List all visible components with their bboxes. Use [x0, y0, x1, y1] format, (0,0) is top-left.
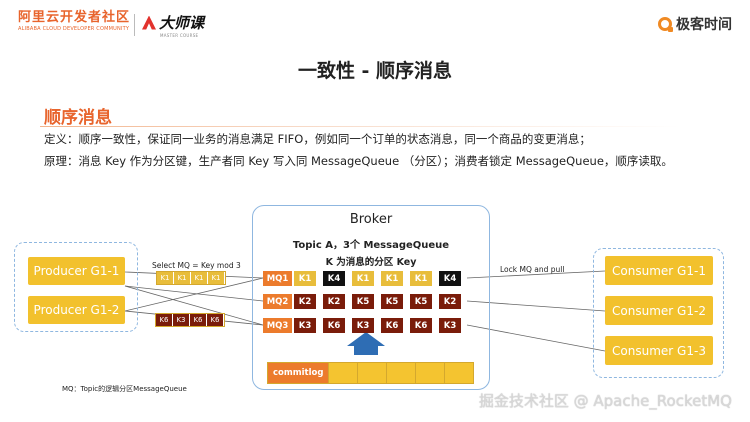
- lock-mq-label: Lock MQ and pull: [500, 265, 565, 274]
- produce-message-cell: K3: [173, 314, 190, 326]
- commitlog-bar: commitlog: [267, 362, 474, 384]
- slide-title: 一致性 - 顺序消息: [297, 60, 453, 82]
- queue-message-cell: K3: [352, 318, 375, 333]
- queue-message-cell: K5: [352, 294, 375, 309]
- queue-message-cell: K6: [323, 318, 346, 333]
- principle-text: 原理：消息 Key 作为分区键，生产者同 Key 写入同 MessageQueu…: [44, 154, 673, 168]
- queue-message-cell: K2: [439, 294, 462, 309]
- select-mq-label: Select MQ = Key mod 3: [152, 261, 241, 270]
- queue-message-cell: K1: [381, 271, 404, 286]
- connector-line: [466, 324, 606, 352]
- broker-title: Broker: [349, 212, 393, 227]
- produce-batch-frame: [156, 271, 226, 285]
- connector-line: [466, 270, 606, 279]
- producer-box-g1-2: Producer G1-2: [28, 296, 125, 324]
- connector-line: [124, 285, 264, 326]
- up-arrow-icon: [347, 332, 385, 355]
- alibaba-cloud-logo: 阿里云开发者社区 ALIBABA CLOUD DEVELOPER COMMUNI…: [18, 10, 130, 33]
- queue-message-cell: K1: [352, 271, 375, 286]
- queue-message-cell: K1: [410, 271, 433, 286]
- commitlog-segment: [328, 363, 357, 383]
- dakeke-logo: 大师课 MASTER COURSE: [142, 12, 204, 38]
- produce-message-cell: K6: [190, 314, 207, 326]
- consumer-group-frame: [593, 248, 724, 378]
- queue-message-cell: K4: [323, 271, 346, 286]
- produce-message-cell: K1: [174, 272, 191, 284]
- queue-name-1: MQ1: [263, 271, 293, 286]
- produce-batch-frame: [155, 313, 225, 327]
- produce-message-cell: K6: [156, 314, 173, 326]
- queue-message-cell: K3: [294, 318, 317, 333]
- queue-message-cell: K2: [323, 294, 346, 309]
- consumer-box-g1-2: Consumer G1-2: [605, 296, 713, 325]
- queue-message-cell: K3: [439, 318, 462, 333]
- queue-message-cell: K6: [410, 318, 433, 333]
- juejin-watermark: 掘金技术社区 @ Apache_RocketMQ: [478, 392, 732, 410]
- jike-mark-icon: [658, 17, 673, 32]
- queue-message-cell: K2: [294, 294, 317, 309]
- produce-message-cell: K1: [208, 272, 225, 284]
- mq-footnote: MQ：Topic的逻辑分区MessageQueue: [62, 385, 187, 393]
- logo-divider: [134, 14, 135, 36]
- connector-line: [124, 285, 264, 302]
- commitlog-label: commitlog: [268, 363, 328, 383]
- commitlog-segment: [386, 363, 415, 383]
- connector-line: [466, 300, 606, 312]
- connector-line: [124, 277, 264, 312]
- queue-message-cell: K5: [410, 294, 433, 309]
- produce-message-cell: K6: [207, 314, 224, 326]
- queue-message-cell: K4: [439, 271, 462, 286]
- partition-key-note: K 为消息的分区 Key: [325, 257, 417, 268]
- queue-message-cell: K6: [381, 318, 404, 333]
- producer-box-g1-1: Producer G1-1: [28, 257, 125, 285]
- section-underline: [40, 126, 680, 127]
- produce-message-cell: K1: [191, 272, 208, 284]
- broker-frame: [252, 205, 490, 390]
- consumer-box-g1-3: Consumer G1-3: [605, 336, 713, 365]
- topic-label: Topic A，3个 MessageQueue: [292, 240, 450, 251]
- consumer-box-g1-1: Consumer G1-1: [605, 256, 713, 285]
- definition-text: 定义：顺序一致性，保证同一业务的消息满足 FIFO，例如同一个订单的状态消息，同…: [44, 132, 591, 146]
- section-heading: 顺序消息: [44, 108, 112, 128]
- alibaba-logo-subtext: ALIBABA CLOUD DEVELOPER COMMUNITY: [18, 26, 130, 32]
- producer-group-frame: [14, 242, 138, 332]
- dakeke-logo-text: 大师课: [159, 14, 205, 32]
- commitlog-segment: [415, 363, 444, 383]
- jike-logo: 极客时间: [658, 14, 732, 34]
- jike-logo-text: 极客时间: [676, 17, 732, 33]
- queue-message-cell: K1: [294, 271, 317, 286]
- queue-message-cell: K5: [381, 294, 404, 309]
- queue-name-3: MQ3: [263, 318, 293, 333]
- alibaba-logo-text: 阿里云开发者社区: [18, 10, 131, 25]
- commitlog-segment: [357, 363, 386, 383]
- produce-message-cell: K1: [157, 272, 174, 284]
- queue-name-2: MQ2: [263, 294, 293, 309]
- dakeke-subtext: MASTER COURSE: [160, 33, 199, 38]
- commitlog-segment: [444, 363, 473, 383]
